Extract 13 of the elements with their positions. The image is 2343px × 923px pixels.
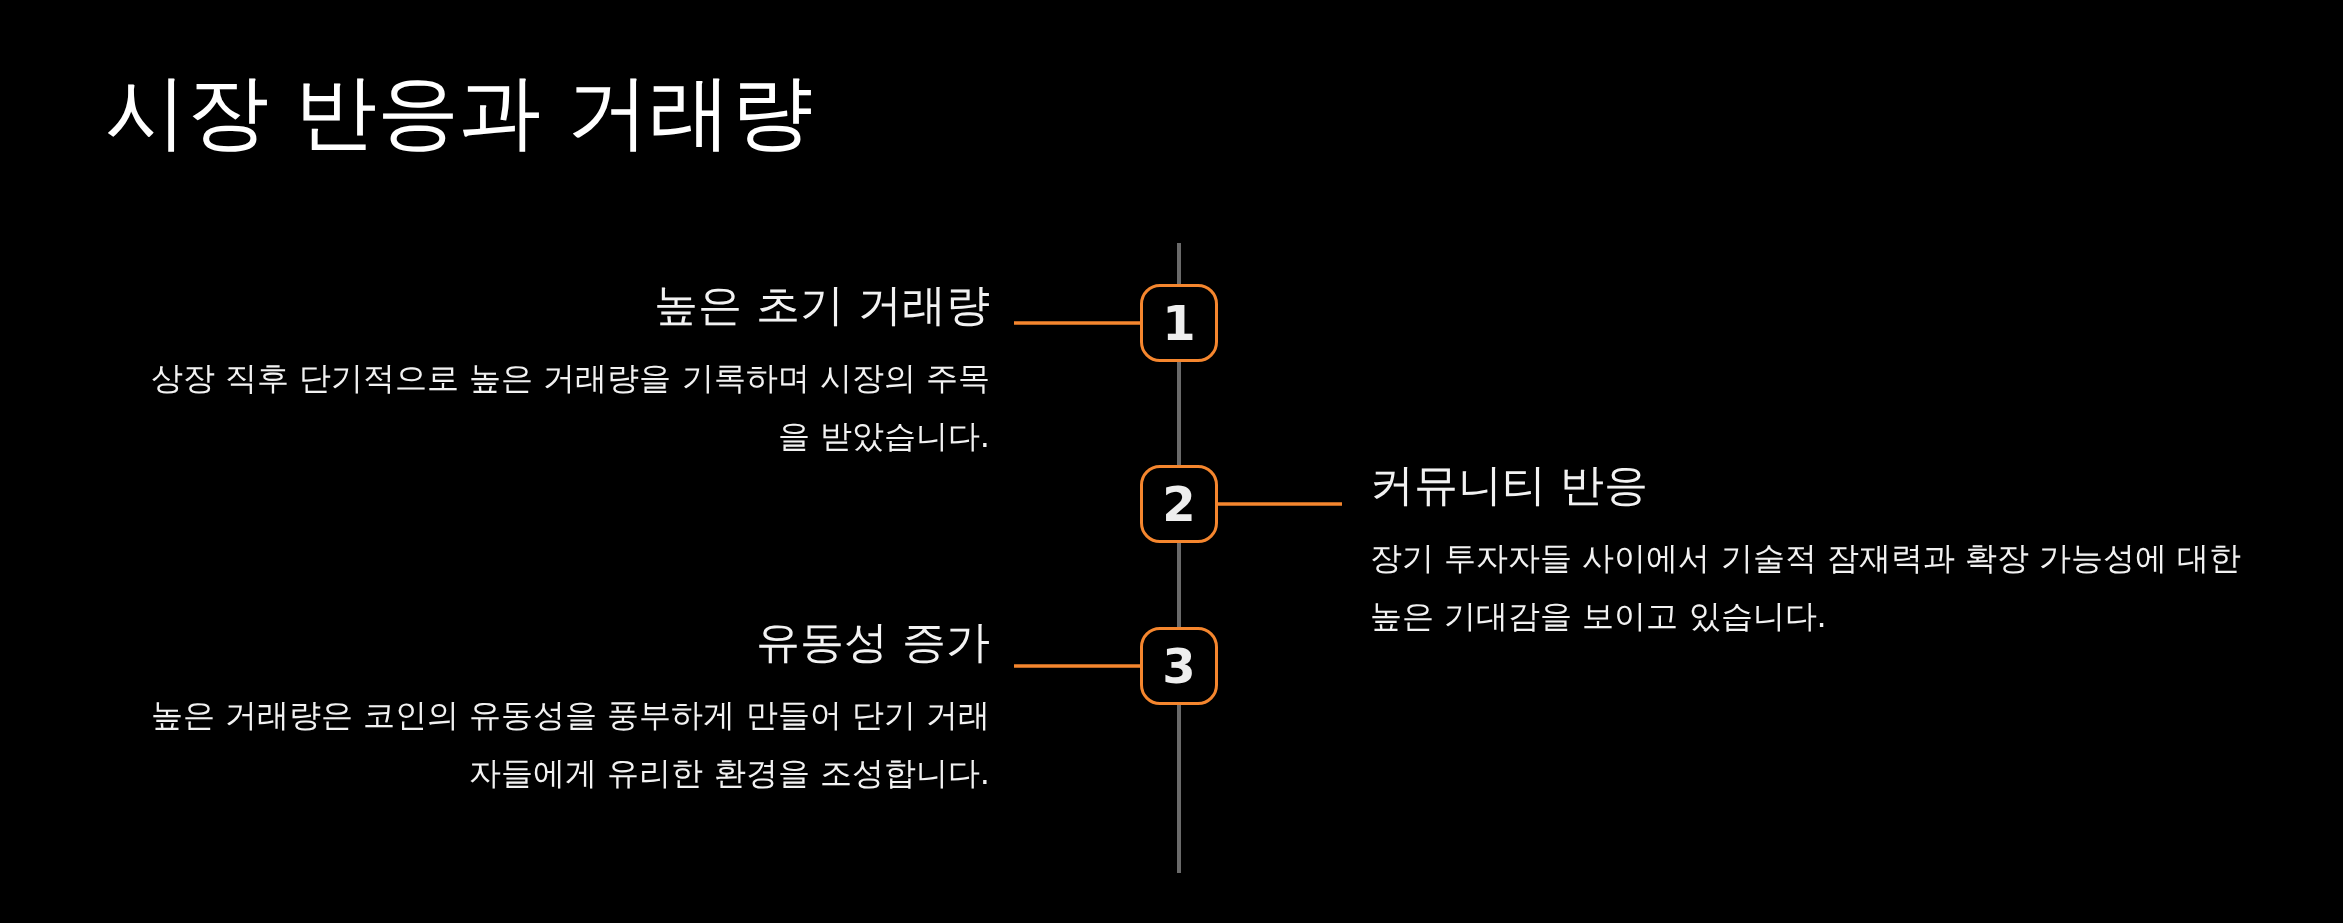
step-heading: 유동성 증가	[756, 615, 990, 669]
step-number-box: 2	[1140, 465, 1218, 543]
step-heading: 커뮤니티 반응	[1370, 458, 1649, 512]
step-description: 상장 직후 단기적으로 높은 거래량을 기록하며 시장의 주목을 받았습니다.	[149, 358, 990, 457]
connector-line	[1218, 502, 1342, 506]
step-description: 높은 거래량은 코인의 유동성을 풍부하게 만들어 단기 거래자들에게 유리한 환경을 조성합니다.	[149, 695, 990, 794]
step-description: 장기 투자자들 사이에서 기술적 잠재력과 확장 가능성에 대한 높은 기대감을 보이고 있습니다.	[1370, 538, 2243, 637]
connector-line	[1014, 664, 1140, 668]
step-heading: 높은 초기 거래량	[654, 278, 990, 332]
title: 시장 반응과 거래량	[105, 63, 814, 161]
step-number-box: 3	[1140, 627, 1218, 705]
connector-line	[1014, 321, 1140, 325]
step-number-box: 1	[1140, 284, 1218, 362]
